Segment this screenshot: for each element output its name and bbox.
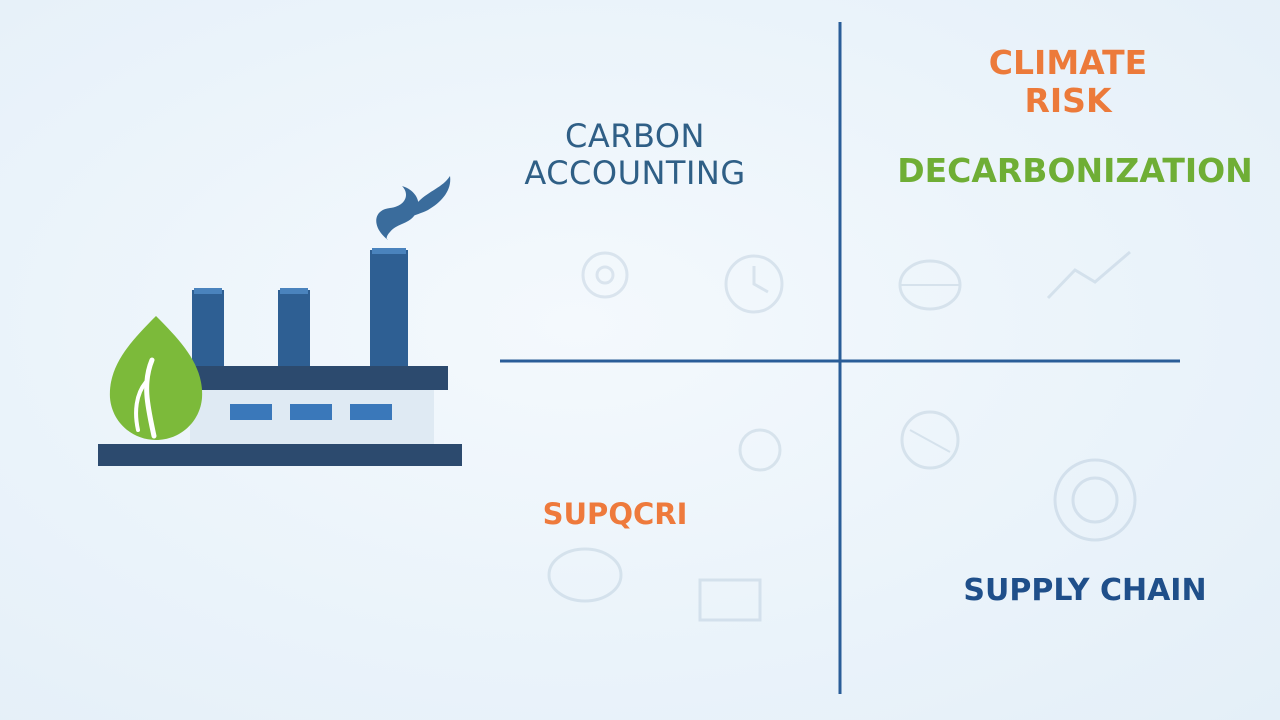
ghost-gear-icon — [581, 251, 629, 299]
chimney-left — [192, 290, 224, 372]
factory-base — [98, 444, 462, 466]
ghost-network-icon — [900, 410, 960, 470]
ghost-target-icon — [1053, 458, 1137, 542]
ghost-chart-icon — [1046, 250, 1131, 300]
ghost-globe-icon — [898, 259, 962, 311]
climate-risk-line-2: RISK — [1024, 80, 1112, 120]
factory-illustration — [98, 176, 462, 466]
ghost-cycle-icon — [547, 547, 623, 603]
supply-chain-label: SUPPLY CHAIN — [940, 573, 1230, 609]
factory-roof — [190, 366, 448, 390]
leaf-icon — [109, 316, 203, 440]
supqcri-label: SUPQCRI — [520, 497, 710, 531]
climate-risk-line-1: CLIMATE — [988, 43, 1148, 82]
decarbonization-line-1: DECARBONIZATION — [897, 151, 1253, 190]
smoke-icon — [376, 176, 451, 240]
carbon-accounting-label: CARBON ACCOUNTING — [500, 118, 770, 192]
supply-chain-line-1: SUPPLY CHAIN — [963, 573, 1207, 608]
window-3 — [350, 404, 392, 420]
chimney-tall — [370, 250, 408, 372]
window-2 — [290, 404, 332, 420]
climate-risk-label: CLIMATE RISK — [950, 44, 1186, 120]
decarbonization-label: DECARBONIZATION — [880, 152, 1270, 190]
supqcri-line-1: SUPQCRI — [542, 497, 688, 531]
carbon-accounting-line-2: ACCOUNTING — [524, 153, 746, 192]
ghost-clock-icon — [724, 254, 784, 314]
carbon-accounting-line-1: CARBON — [565, 117, 705, 155]
ghost-link-icon — [738, 428, 782, 472]
ghost-truck-icon — [698, 578, 762, 622]
window-1 — [230, 404, 272, 420]
chimney-middle — [278, 290, 310, 372]
